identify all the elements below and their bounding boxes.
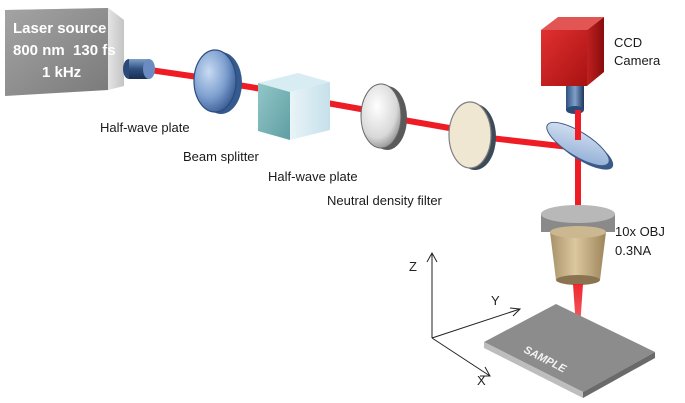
axis-y-label: Y bbox=[491, 293, 500, 308]
beam-splitter-cube bbox=[258, 73, 330, 140]
laser-source-specs: 800 nm 130 fs bbox=[13, 42, 116, 59]
neutral-density-filter bbox=[448, 101, 496, 170]
coordinate-axes bbox=[426, 251, 522, 377]
laser-source-rep-rate: 1 kHz bbox=[42, 64, 81, 81]
focused-beam bbox=[573, 284, 583, 342]
neutral-density-filter-label: Neutral density filter bbox=[327, 193, 443, 208]
half-wave-plate-2-label: Half-wave plate bbox=[268, 169, 358, 184]
dichroic-mirror bbox=[546, 121, 614, 170]
beam-splitter-label: Beam splitter bbox=[183, 149, 260, 164]
ccd-camera-label-line1: CCD bbox=[614, 35, 642, 50]
laser-source-box bbox=[5, 8, 124, 96]
axis-x-label: X bbox=[477, 373, 486, 388]
sample-plate bbox=[484, 304, 655, 398]
laser-source-title: Laser source bbox=[13, 20, 106, 37]
half-wave-plate-2 bbox=[360, 83, 407, 150]
half-wave-plate-1 bbox=[193, 49, 242, 114]
ccd-camera bbox=[541, 17, 604, 114]
ccd-camera-label-line2: Camera bbox=[614, 53, 661, 68]
objective-label-line1: 10x OBJ bbox=[615, 224, 665, 239]
axis-z-label: Z bbox=[409, 259, 417, 274]
half-wave-plate-1-label: Half-wave plate bbox=[100, 120, 190, 135]
laser-output-port bbox=[123, 59, 155, 79]
objective-lens bbox=[541, 205, 615, 285]
objective-label-line2: 0.3NA bbox=[615, 243, 651, 258]
